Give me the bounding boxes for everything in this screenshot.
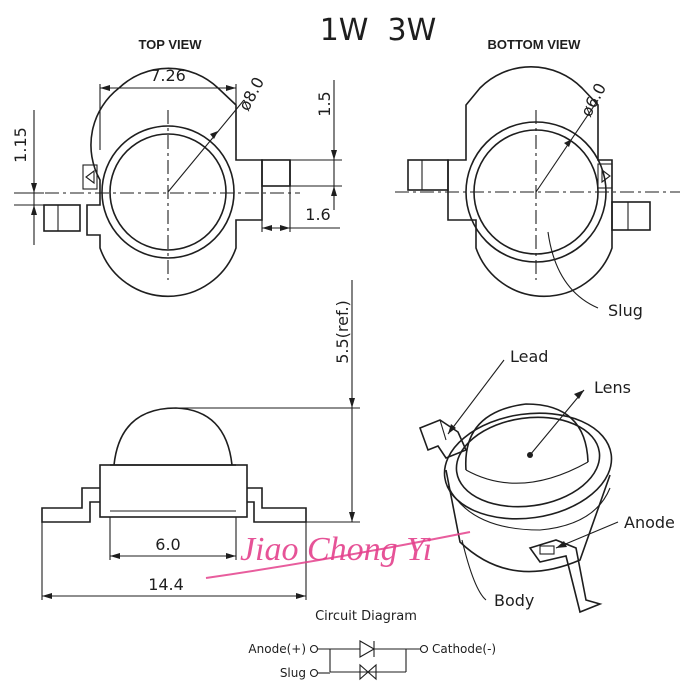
circuit-anode-terminal bbox=[309, 644, 319, 654]
dim-body-width-arrow-right bbox=[226, 553, 236, 559]
dim-lens-diameter-arrow bbox=[210, 131, 218, 139]
side-view: 5.5(ref.) 6.0 14.4 bbox=[41, 280, 360, 600]
dim-lead-width-arrow-right bbox=[280, 225, 290, 231]
iso-body-top-inner bbox=[455, 416, 601, 508]
circuit-cathode-label: Cathode(-) bbox=[432, 642, 496, 656]
dim-lead-height-arrow-bottom bbox=[331, 186, 337, 196]
dim-lead-offset-arrow-bottom bbox=[31, 205, 37, 215]
dim-total-height-label: 5.5(ref.) bbox=[333, 300, 352, 364]
dim-lead-width-label: 1.6 bbox=[305, 205, 330, 224]
side-view-lead-right bbox=[247, 487, 307, 523]
body-callout-leader bbox=[461, 539, 487, 601]
polarity-mark-top bbox=[85, 169, 95, 185]
top-view-lead-right bbox=[261, 159, 291, 187]
top-view-body-outline bbox=[86, 67, 263, 298]
iso-lens-dome bbox=[465, 403, 589, 471]
dim-total-length-label: 14.4 bbox=[148, 575, 184, 594]
dim-total-length-arrow-left bbox=[42, 593, 52, 599]
top-view: 7.26 ø8.0 1.15 1.5 1.6 bbox=[11, 66, 342, 298]
circuit-diagram: Circuit Diagram Anode(+) Cathode(-) Slug bbox=[248, 609, 496, 681]
anode-callout-label: Anode bbox=[624, 513, 675, 532]
iso-lens-base bbox=[465, 461, 589, 484]
dim-lead-height-arrow-top bbox=[331, 150, 337, 160]
dim-lens-diameter-leader bbox=[167, 99, 245, 193]
dim-body-width-arrow-left bbox=[110, 553, 120, 559]
lead-callout-arrow bbox=[448, 424, 456, 434]
dim-total-length-arrow-right bbox=[296, 593, 306, 599]
circuit-anode-label: Anode(+) bbox=[248, 642, 306, 656]
lens-callout-label: Lens bbox=[594, 378, 631, 397]
lead-callout-leader bbox=[447, 359, 505, 435]
watermark-swoosh bbox=[205, 531, 471, 579]
iso-lead-left-fold bbox=[439, 419, 447, 441]
slug-callout-label: Slug bbox=[608, 301, 643, 320]
lens-callout-leader bbox=[529, 389, 585, 456]
iso-anode-notch bbox=[539, 545, 555, 555]
dim-lead-offset-arrow-top bbox=[31, 183, 37, 193]
anode-callout-leader bbox=[555, 521, 619, 549]
lead-callout-label: Lead bbox=[510, 347, 548, 366]
circuit-slug-label: Slug bbox=[280, 666, 306, 680]
title-text: 1W 3W bbox=[320, 13, 437, 48]
top-view-label: TOP VIEW bbox=[138, 37, 202, 52]
dim-width-top-arrow-left bbox=[100, 85, 110, 91]
watermark-text: Jiao Chong Yi bbox=[240, 531, 432, 568]
dim-width-top-arrow-right bbox=[226, 85, 236, 91]
iso-body-side bbox=[445, 469, 611, 573]
circuit-led-diode bbox=[359, 640, 376, 658]
iso-body-top-outer bbox=[443, 412, 613, 520]
dim-lead-height-label: 1.5 bbox=[315, 91, 334, 116]
dim-body-width-label: 6.0 bbox=[155, 535, 180, 554]
dim-slug-diameter-leader bbox=[535, 99, 599, 193]
iso-lead-left bbox=[418, 419, 468, 459]
top-view-lens-outer bbox=[101, 125, 235, 259]
body-callout-label: Body bbox=[494, 591, 534, 610]
dim-width-top-label: 7.26 bbox=[150, 66, 186, 85]
bottom-view-body-outline bbox=[447, 66, 613, 298]
slug-callout-leader bbox=[547, 231, 599, 309]
iso-body-rim bbox=[447, 485, 611, 531]
side-view-body bbox=[99, 464, 248, 518]
side-view-lens-dome bbox=[113, 407, 233, 466]
isometric-view: Lead Lens Anode Body bbox=[418, 347, 675, 614]
circuit-slug-terminal bbox=[309, 668, 319, 678]
dim-slug-diameter-arrow bbox=[564, 139, 572, 147]
bottom-view-lead-left bbox=[407, 159, 449, 191]
lens-callout-arrow bbox=[574, 390, 584, 399]
polarity-mark-box-top bbox=[82, 164, 98, 190]
bottom-view: ø6.0 Slug bbox=[395, 66, 680, 320]
dim-total-height-arrow-bottom bbox=[349, 512, 355, 522]
bottom-view-lead-right bbox=[611, 201, 651, 231]
circuit-cathode-terminal bbox=[419, 644, 429, 654]
top-view-lead-left bbox=[43, 204, 81, 232]
dim-lens-diameter-label: ø8.0 bbox=[235, 74, 268, 114]
top-view-lens-inner bbox=[109, 133, 227, 251]
polarity-mark-box-bottom bbox=[597, 163, 613, 189]
polarity-mark-bottom bbox=[601, 168, 611, 184]
watermark: Jiao Chong Yi bbox=[205, 531, 471, 579]
dim-lead-offset-label: 1.15 bbox=[11, 127, 30, 163]
dim-slug-diameter-label: ø6.0 bbox=[577, 80, 610, 120]
dim-total-height-arrow-top bbox=[349, 398, 355, 408]
circuit-zener-diode bbox=[359, 663, 377, 681]
side-view-lead-left bbox=[41, 487, 100, 523]
bottom-view-label: BOTTOM VIEW bbox=[488, 37, 582, 52]
circuit-title: Circuit Diagram bbox=[315, 609, 417, 624]
anode-callout-arrow bbox=[556, 541, 567, 548]
dim-lead-width-arrow-left bbox=[262, 225, 272, 231]
